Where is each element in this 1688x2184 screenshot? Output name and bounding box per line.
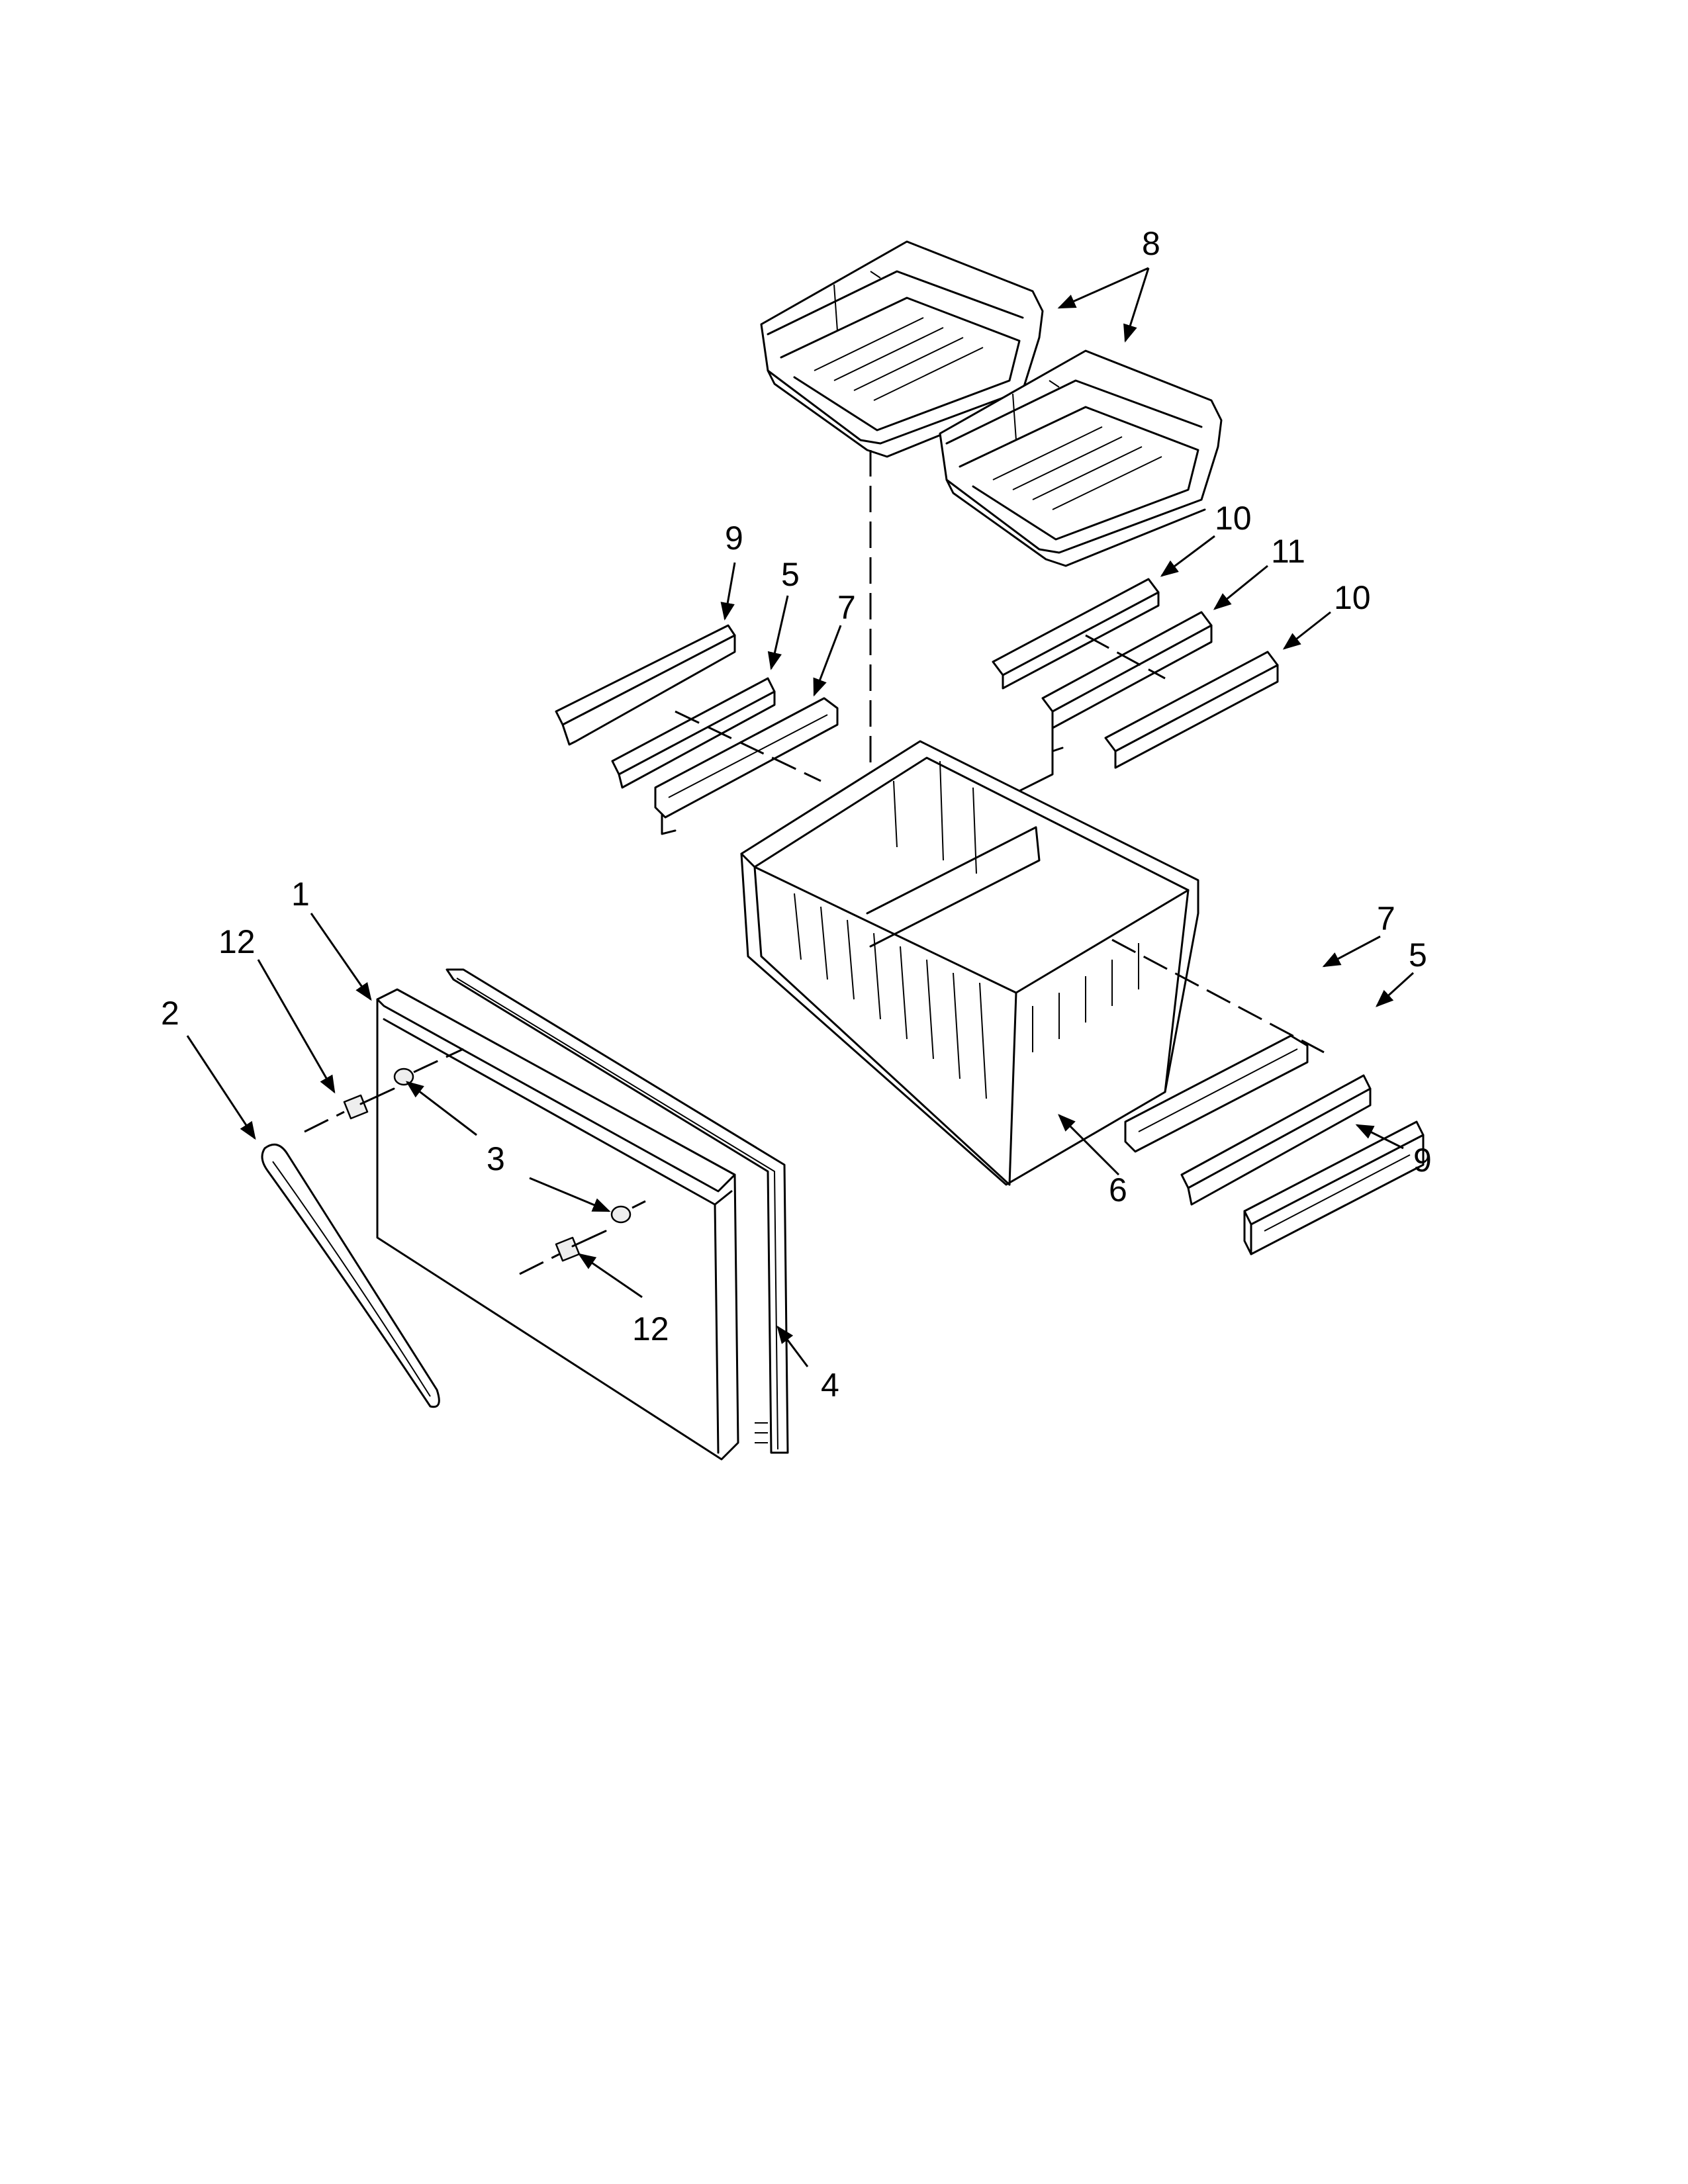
assembly-line-fastener-lower [519, 1200, 646, 1275]
rail-7-left [654, 697, 839, 835]
callout-12-lower: 12 [632, 1310, 669, 1347]
callout-5-right: 5 [1409, 936, 1427, 974]
callout-1: 1 [291, 876, 310, 913]
assembly-line-rails-right [1085, 634, 1166, 680]
upper-basket-right [939, 349, 1223, 567]
callout-3: 3 [487, 1140, 505, 1177]
assembly-line-fastener-upper [304, 1048, 464, 1133]
callout-11: 11 [1271, 533, 1305, 570]
rail-5-left [611, 677, 776, 789]
screw-12-upper [343, 1087, 395, 1120]
callout-labels: 1 2 3 4 5 5 6 7 7 8 9 9 10 10 11 12 12 [161, 225, 1432, 1404]
assembly-line-rails-left [675, 710, 821, 782]
upper-basket-left [760, 240, 1044, 458]
assembly-line-rails-lower [1111, 938, 1325, 1054]
callout-4: 4 [821, 1367, 839, 1404]
callout-5-left: 5 [781, 556, 800, 593]
door-panel [376, 988, 739, 1461]
callout-7-right: 7 [1377, 900, 1395, 937]
rail-10-lower [1104, 651, 1279, 769]
rail-10-upper [992, 578, 1160, 690]
callout-10-upper: 10 [1215, 500, 1252, 537]
spacer-3-upper [393, 1068, 414, 1086]
spacer-3-lower [610, 1205, 632, 1224]
callout-8: 8 [1142, 225, 1160, 262]
callout-9-left: 9 [725, 520, 743, 557]
rail-9-right [1243, 1120, 1425, 1255]
rail-9-left [555, 624, 736, 746]
callout-7-left: 7 [837, 589, 856, 626]
callout-10-lower: 10 [1334, 579, 1371, 616]
rail-5-right [1180, 1074, 1372, 1206]
door-handle [261, 1143, 440, 1408]
callout-6: 6 [1109, 1171, 1127, 1208]
door-gasket [445, 968, 789, 1454]
callout-9-right: 9 [1413, 1142, 1432, 1179]
rail-11 [1041, 611, 1213, 752]
lower-basket [740, 740, 1199, 1186]
callout-12-upper: 12 [218, 923, 256, 960]
callout-2: 2 [161, 995, 179, 1032]
callout-leaders [186, 267, 1415, 1367]
screw-12-lower [555, 1230, 607, 1262]
